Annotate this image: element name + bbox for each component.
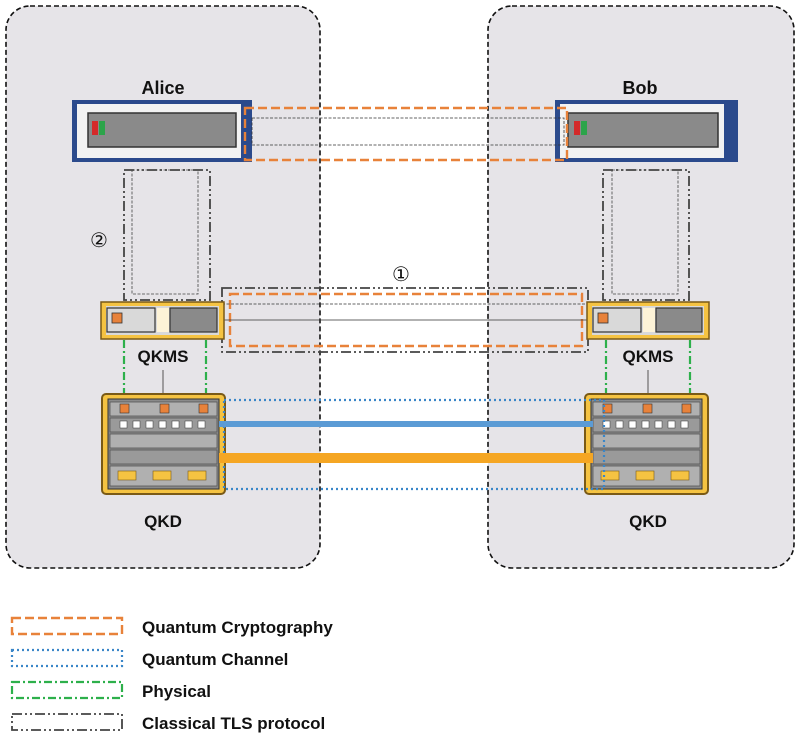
bob-qkms-label: QKMS	[623, 347, 674, 366]
alice-qkms-device	[100, 301, 225, 340]
bob-server	[555, 100, 738, 162]
bob-qkd-label: QKD	[629, 512, 667, 531]
legend-swatch-classical-tls	[11, 713, 123, 731]
quantum-channel-link	[222, 398, 606, 491]
physical-link-left	[122, 340, 208, 396]
bob-qkd-device	[584, 393, 709, 495]
legend-item-physical: Physical	[10, 680, 211, 701]
legend-item-quantum-channel: Quantum Channel	[10, 648, 288, 669]
classical-tls-left-vertical	[123, 169, 211, 301]
legend-label-quantum-cryptography: Quantum Cryptography	[142, 618, 333, 637]
bob-label: Bob	[623, 78, 658, 98]
classical-link-right-inner	[611, 169, 679, 295]
legend-item-classical-tls: Classical TLS protocol	[11, 713, 325, 733]
physical-link-right	[604, 340, 692, 396]
legend: Quantum Cryptography Quantum Channel Phy…	[10, 616, 333, 733]
legend-item-quantum-cryptography: Quantum Cryptography	[10, 616, 333, 637]
legend-swatch-quantum-cryptography	[10, 616, 124, 636]
classical-link-left-inner	[131, 169, 199, 295]
marker-one: ①	[392, 262, 410, 286]
legend-swatch-physical	[10, 680, 124, 700]
marker-two: ②	[90, 228, 108, 252]
legend-label-physical: Physical	[142, 682, 211, 701]
legend-label-quantum-channel: Quantum Channel	[142, 650, 288, 669]
legend-swatch-quantum-channel	[10, 648, 124, 668]
alice-label: Alice	[141, 78, 184, 98]
bob-qkms-device	[586, 301, 710, 340]
alice-server	[72, 100, 252, 162]
quantum-cryptography-link-servers	[243, 106, 569, 162]
alice-qkd-device	[101, 393, 226, 495]
classical-link-servers	[251, 117, 565, 146]
legend-label-classical-tls: Classical TLS protocol	[142, 714, 325, 733]
alice-qkms-label: QKMS	[138, 347, 189, 366]
alice-qkd-label: QKD	[144, 512, 182, 531]
